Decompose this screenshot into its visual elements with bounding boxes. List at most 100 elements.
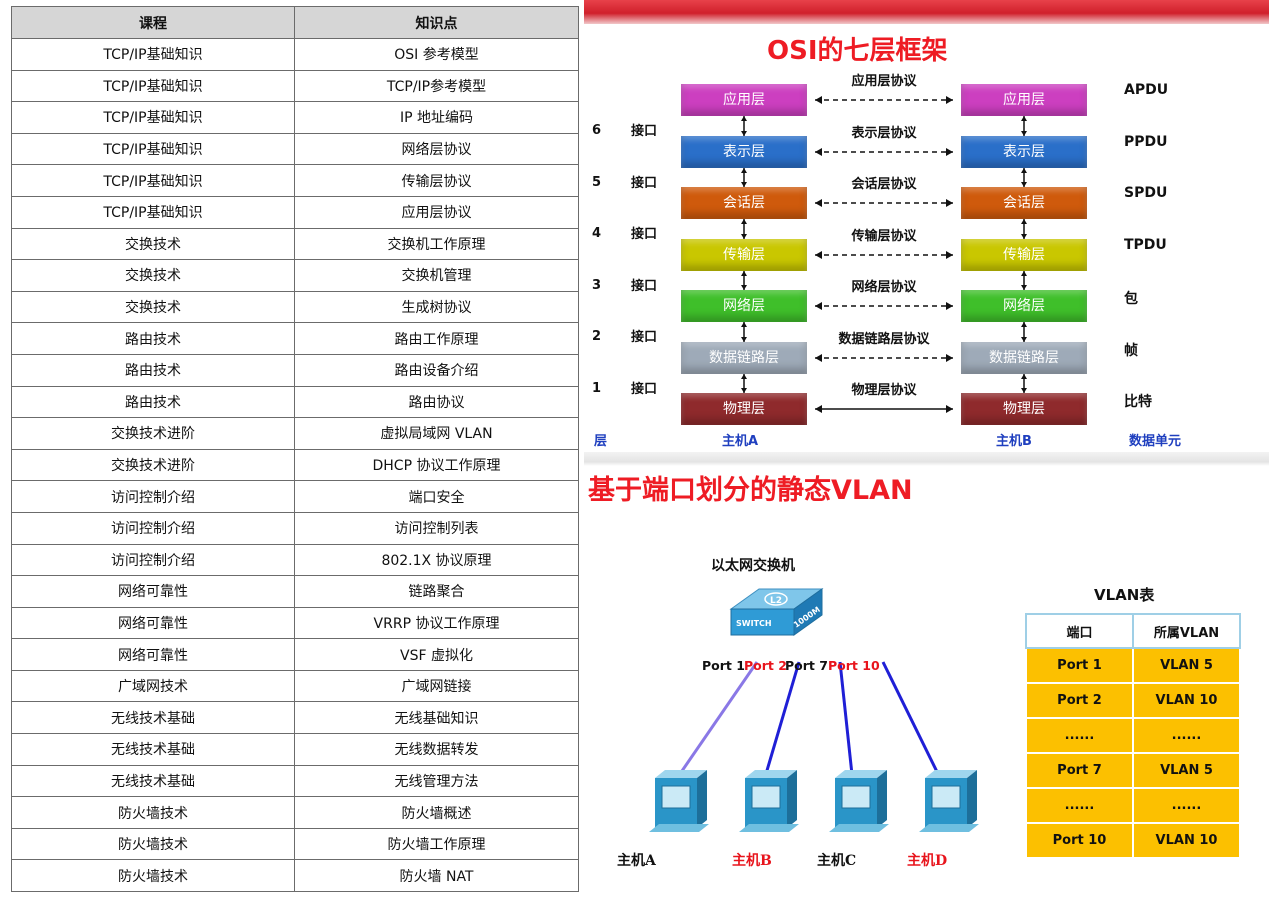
osi-protocol-label: 会话层协议 xyxy=(851,177,917,192)
knowledge-point-cell: IP 地址编码 xyxy=(294,101,579,134)
arrow-head-down xyxy=(1021,388,1027,393)
computer-icon xyxy=(649,770,709,832)
osi-connectors xyxy=(741,96,1027,413)
arrow-head-left xyxy=(815,251,822,259)
course-cell: 交换技术 xyxy=(11,227,295,261)
vlan-table-header-vlan: 所属VLAN xyxy=(1132,613,1241,649)
knowledge-point-cell: DHCP 协议工作原理 xyxy=(294,448,579,482)
course-cell: 交换技术 xyxy=(11,290,295,324)
arrow-head-left xyxy=(815,199,822,207)
knowledge-point-cell: 路由工作原理 xyxy=(294,322,579,355)
vlan-table-vlan-cell: VLAN 5 xyxy=(1132,647,1241,684)
header-course: 课程 xyxy=(11,6,295,39)
interface-label: 接口 xyxy=(631,227,658,242)
osi-data-unit: PPDU xyxy=(1124,134,1168,150)
course-cell: 防火墙技术 xyxy=(11,827,295,861)
course-cell: 访问控制介绍 xyxy=(11,543,295,577)
table-row: 无线技术基础无线基础知识 xyxy=(11,701,579,735)
knowledge-point-cell: 传输层协议 xyxy=(294,164,579,197)
knowledge-point-cell: 802.1X 协议原理 xyxy=(294,543,579,577)
interface-label: 接口 xyxy=(631,279,658,294)
table-row: 交换技术进阶虚拟局域网 VLAN xyxy=(11,417,579,450)
course-cell: TCP/IP基础知识 xyxy=(11,195,295,229)
course-cell: 防火墙技术 xyxy=(11,859,295,893)
table-row: 访问控制介绍访问控制列表 xyxy=(11,511,579,545)
course-cell: 访问控制介绍 xyxy=(11,480,295,513)
osi-layer-host-a: 网络层 xyxy=(681,290,807,322)
computer-icon xyxy=(739,770,799,832)
table-row: 网络可靠性链路聚合 xyxy=(11,575,579,608)
host-label: 主机D xyxy=(907,853,948,869)
table-row: TCP/IP基础知识网络层协议 xyxy=(11,132,579,166)
vlan-slide: 基于端口划分的静态VLAN 以太网交换机 L2 SWITCH 1000M Por… xyxy=(584,452,1269,904)
knowledge-point-cell: 访问控制列表 xyxy=(294,511,579,545)
table-row: 交换技术生成树协议 xyxy=(11,290,579,324)
table-row: 交换技术交换机管理 xyxy=(11,259,579,292)
arrow-head-down xyxy=(741,131,747,136)
arrow-head-right xyxy=(946,405,953,413)
knowledge-point-cell: 虚拟局域网 VLAN xyxy=(294,417,579,450)
slide-header-band xyxy=(584,452,1269,466)
course-cell: 无线技术基础 xyxy=(11,764,295,798)
arrow-head-up xyxy=(1021,271,1027,276)
arrow-head-down xyxy=(1021,131,1027,136)
knowledge-point-cell: 应用层协议 xyxy=(294,195,579,229)
course-cell: 网络可靠性 xyxy=(11,638,295,671)
course-cell: 路由技术 xyxy=(11,353,295,387)
vlan-table-header-port: 端口 xyxy=(1025,613,1134,649)
osi-layer-host-b: 物理层 xyxy=(961,393,1087,425)
vlan-table-vlan-cell: ...... xyxy=(1132,787,1241,824)
arrow-head-left xyxy=(815,354,822,362)
network-link xyxy=(838,661,855,785)
arrow-head-up xyxy=(1021,219,1027,224)
port-label: Port 1 xyxy=(702,658,745,673)
arrow-head-down xyxy=(1021,337,1027,342)
osi-layer-host-b: 表示层 xyxy=(961,136,1087,168)
host-label: 主机C xyxy=(817,853,857,869)
port-label: Port 7 xyxy=(785,658,828,673)
vlan-table-title: VLAN表 xyxy=(1094,586,1155,604)
vlan-table-port-cell: Port 1 xyxy=(1025,647,1134,684)
course-cell: 无线技术基础 xyxy=(11,733,295,766)
table-row: 防火墙技术防火墙工作原理 xyxy=(11,827,579,861)
knowledge-point-cell: 交换机管理 xyxy=(294,259,579,292)
vlan-table-vlan-cell: ...... xyxy=(1132,717,1241,754)
arrow-head-down xyxy=(741,182,747,187)
table-row: 交换技术交换机工作原理 xyxy=(11,227,579,261)
osi-data-unit: TPDU xyxy=(1124,237,1167,253)
osi-layer-host-a: 物理层 xyxy=(681,393,807,425)
table-row: 无线技术基础无线管理方法 xyxy=(11,764,579,798)
arrow-head-up xyxy=(1021,116,1027,121)
table-row: 路由技术路由工作原理 xyxy=(11,322,579,355)
arrow-head-down xyxy=(1021,182,1027,187)
course-cell: TCP/IP基础知识 xyxy=(11,38,295,71)
table-row: 路由技术路由协议 xyxy=(11,385,579,419)
interface-label: 接口 xyxy=(631,330,658,345)
knowledge-point-cell: 无线数据转发 xyxy=(294,733,579,766)
knowledge-point-cell: 无线管理方法 xyxy=(294,764,579,798)
table-row: 路由技术路由设备介绍 xyxy=(11,353,579,387)
vlan-table-vlan-cell: VLAN 5 xyxy=(1132,752,1241,789)
arrow-head-down xyxy=(741,285,747,290)
interface-number: 6 xyxy=(592,123,602,138)
knowledge-point-cell: 路由协议 xyxy=(294,385,579,419)
course-cell: TCP/IP基础知识 xyxy=(11,101,295,134)
osi-protocol-label: 网络层协议 xyxy=(851,280,917,295)
osi-layer-host-b: 数据链路层 xyxy=(961,342,1087,374)
vlan-table-port-cell: Port 2 xyxy=(1025,682,1134,719)
switch-l2-text: L2 xyxy=(770,596,782,606)
course-cell: TCP/IP基础知识 xyxy=(11,69,295,103)
arrow-head-right xyxy=(946,354,953,362)
course-cell: 广域网技术 xyxy=(11,669,295,703)
port-label: Port 2 xyxy=(744,658,787,673)
osi-data-unit: 帧 xyxy=(1124,343,1138,359)
knowledge-point-cell: 防火墙概述 xyxy=(294,796,579,829)
computer-icon xyxy=(919,770,979,832)
course-cell: 网络可靠性 xyxy=(11,606,295,640)
